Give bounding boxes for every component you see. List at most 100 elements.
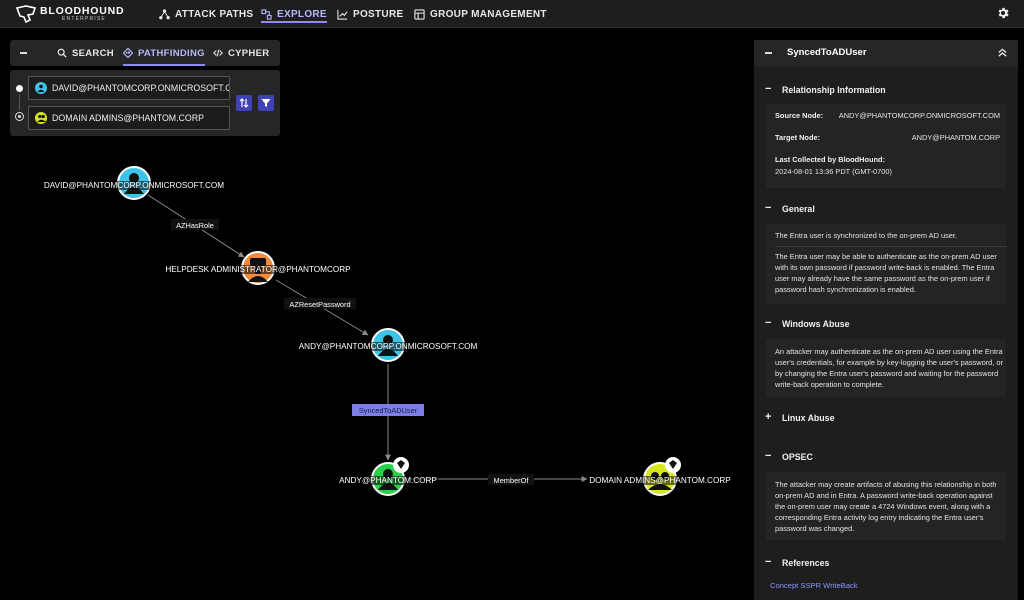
- node-label-background: [338, 476, 439, 485]
- group-icon: [35, 112, 47, 124]
- graph-node-domain-admins[interactable]: DOMAIN ADMINS@PHANTOM.CORP: [588, 457, 733, 496]
- divider: [775, 246, 1007, 247]
- attack-paths-icon: [159, 8, 170, 19]
- brand-sub: ENTERPRISE: [62, 16, 106, 22]
- code-icon: [213, 49, 223, 57]
- nav-active-underline: [261, 21, 327, 23]
- nav-attack-paths-label: ATTACK PATHS: [175, 8, 254, 20]
- section-heading: References: [782, 558, 830, 568]
- nav-group-management[interactable]: GROUP MANAGEMENT: [414, 0, 547, 28]
- explore-icon: [261, 8, 272, 20]
- windows-abuse-paragraph: An attacker may authenticate as the on-p…: [775, 347, 1003, 389]
- collapse-all-chevron-icon[interactable]: [997, 47, 1008, 58]
- source-node-input[interactable]: DAVID@PHANTOMCORP.ONMICROSOFT.COM: [28, 76, 230, 100]
- source-node-value: ANDY@PHANTOMCORP.ONMICROSOFT.COM: [838, 111, 1000, 120]
- minimize-panel-button[interactable]: [765, 52, 772, 54]
- section-toggle-icon: −: [765, 202, 772, 214]
- nav-explore[interactable]: EXPLORE: [261, 0, 327, 28]
- edge-label-memberof[interactable]: MemberOf: [488, 474, 534, 485]
- node-label-background: [42, 181, 226, 190]
- section-relationship-info[interactable]: − Relationship Information: [754, 81, 1018, 99]
- node-label: DAVID@PHANTOMCORP.ONMICROSOFT.COM: [44, 181, 224, 190]
- reference-link-sspr-writeback[interactable]: Concept SSPR WriteBack: [770, 581, 858, 590]
- svg-text:SyncedToADUser: SyncedToADUser: [359, 406, 418, 415]
- group-management-icon: [414, 8, 425, 20]
- target-node-value: ANDY@PHANTOM.CORP: [911, 133, 1000, 142]
- target-dot-icon: [15, 112, 24, 121]
- tab-search[interactable]: SEARCH: [57, 40, 114, 66]
- source-dot-icon: [16, 85, 23, 92]
- edge-label-syncedtoaduser[interactable]: SyncedToADUser: [352, 404, 424, 416]
- collapse-panel-button[interactable]: [20, 52, 27, 54]
- gem-icon: [397, 460, 405, 469]
- graph-node-andy-onprem[interactable]: ANDY@PHANTOM.CORP: [338, 457, 439, 496]
- settings-gear-icon[interactable]: [996, 6, 1010, 20]
- edge-label-azresetpassword[interactable]: AZResetPassword: [284, 298, 356, 309]
- opsec-body: The attacker may create artifacts of abu…: [766, 472, 1006, 540]
- swap-nodes-button[interactable]: [236, 95, 252, 111]
- section-heading: Linux Abuse: [782, 413, 835, 423]
- graph-node-helpdesk-role[interactable]: HELPDESK ADMINISTRATOR@PHANTOMCORP: [164, 251, 353, 285]
- gem-icon: [669, 460, 677, 469]
- pathfinding-panel: DAVID@PHANTOMCORP.ONMICROSOFT.COM DOMAIN…: [10, 70, 280, 136]
- swap-arrows-icon: [239, 98, 249, 108]
- node-label-background: [164, 265, 353, 274]
- section-references[interactable]: − References: [754, 554, 1018, 572]
- graph-node-david-azure[interactable]: DAVID@PHANTOMCORP.ONMICROSOFT.COM: [42, 166, 226, 200]
- windows-abuse-body: An attacker may authenticate as the on-p…: [766, 339, 1006, 397]
- nav-posture-label: POSTURE: [353, 8, 404, 20]
- node-label-background: [588, 476, 733, 485]
- section-toggle-icon: −: [765, 317, 772, 329]
- tab-cypher[interactable]: CYPHER: [213, 40, 269, 66]
- section-heading: Windows Abuse: [782, 319, 850, 329]
- section-toggle-icon: −: [765, 83, 772, 95]
- section-windows-abuse[interactable]: − Windows Abuse: [754, 315, 1018, 333]
- section-toggle-icon: −: [765, 450, 772, 462]
- brand-name: BLOODHOUND: [40, 5, 125, 17]
- path-connector: [19, 94, 20, 110]
- svg-text:MemberOf: MemberOf: [494, 476, 530, 485]
- general-paragraph: The Entra user is synchronized to the on…: [775, 231, 957, 240]
- azure-user-icon: [35, 82, 47, 94]
- last-collected-key: Last Collected by BloodHound:: [775, 155, 886, 164]
- node-label: HELPDESK ADMINISTRATOR@PHANTOMCORP: [165, 265, 351, 274]
- target-node-value: DOMAIN ADMINS@PHANTOM.CORP: [52, 113, 204, 123]
- section-heading: General: [782, 204, 815, 214]
- section-heading: OPSEC: [782, 452, 813, 462]
- section-opsec[interactable]: − OPSEC: [754, 448, 1018, 466]
- tab-active-underline: [123, 64, 205, 66]
- nav-posture[interactable]: POSTURE: [337, 0, 403, 28]
- edge-label-azhasrole[interactable]: AZHasRole: [171, 219, 219, 230]
- node-label: ANDY@PHANTOMCORP.ONMICROSOFT.COM: [299, 342, 478, 351]
- general-body: The Entra user is synchronized to the on…: [766, 224, 1007, 304]
- target-node-input[interactable]: DOMAIN ADMINS@PHANTOM.CORP: [28, 106, 230, 130]
- source-node-value: DAVID@PHANTOMCORP.ONMICROSOFT.COM: [52, 83, 230, 93]
- edge-filter-button[interactable]: [258, 95, 274, 111]
- section-heading: Relationship Information: [782, 85, 886, 95]
- graph-node-andy-azure[interactable]: ANDY@PHANTOMCORP.ONMICROSOFT.COM: [297, 328, 479, 362]
- explore-search-tabs: SEARCH PATHFINDING CYPHER: [10, 40, 280, 66]
- nav-group-management-label: GROUP MANAGEMENT: [430, 8, 547, 20]
- top-nav-bar: BLOODHOUND ENTERPRISE ATTACK PATHS EXPLO…: [0, 0, 1024, 28]
- graph-canvas[interactable]: AZHasRole AZResetPassword SyncedToADUser…: [0, 0, 750, 600]
- tab-pathfinding[interactable]: PATHFINDING: [123, 40, 205, 66]
- relationship-info-body: Source Node: ANDY@PHANTOMCORP.ONMICROSOF…: [766, 104, 1006, 188]
- edge-info-title: SyncedToADUser: [787, 47, 867, 58]
- node-label: ANDY@PHANTOM.CORP: [339, 476, 437, 485]
- section-general[interactable]: − General: [754, 200, 1018, 218]
- edge-info-panel: SyncedToADUser − Relationship Informatio…: [754, 40, 1018, 600]
- section-toggle-icon: −: [765, 556, 772, 568]
- nav-explore-label: EXPLORE: [277, 8, 327, 20]
- bloodhound-logo[interactable]: BLOODHOUND ENTERPRISE: [16, 3, 126, 25]
- section-linux-abuse[interactable]: + Linux Abuse: [754, 409, 1018, 427]
- general-paragraph: The Entra user may be able to authentica…: [775, 252, 997, 294]
- last-collected-value: 2024-08-01 13:36 PDT (GMT-0700): [775, 167, 892, 176]
- edge-info-header: SyncedToADUser: [754, 40, 1018, 66]
- posture-icon: [337, 9, 348, 20]
- nav-attack-paths[interactable]: ATTACK PATHS: [159, 0, 253, 28]
- svg-text:AZResetPassword: AZResetPassword: [289, 300, 350, 309]
- source-node-key: Source Node:: [775, 111, 824, 120]
- tab-search-label: SEARCH: [72, 47, 114, 59]
- node-label: DOMAIN ADMINS@PHANTOM.CORP: [589, 476, 731, 485]
- tab-cypher-label: CYPHER: [228, 47, 270, 59]
